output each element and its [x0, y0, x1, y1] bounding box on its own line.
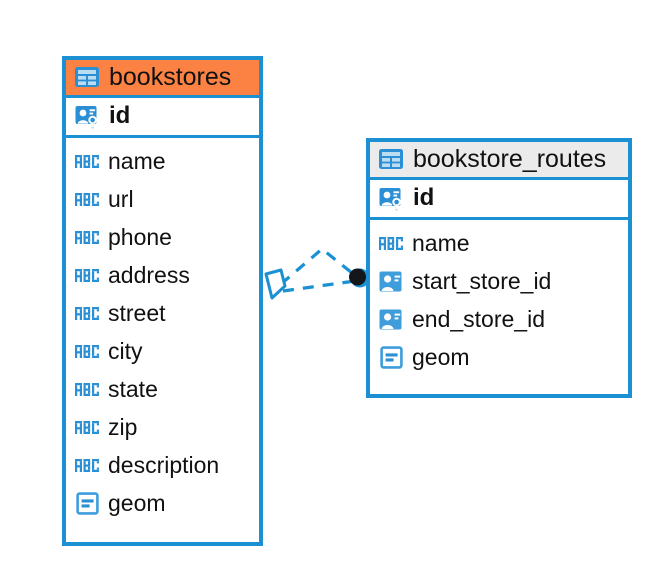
field-label: name	[412, 229, 470, 256]
text-abc-icon	[378, 230, 404, 256]
field-row-state[interactable]: state	[66, 370, 259, 408]
field-label: zip	[108, 413, 138, 440]
field-label: geom	[108, 489, 166, 516]
text-abc-icon	[74, 300, 100, 326]
geometry-icon	[74, 490, 100, 516]
text-abc-icon	[74, 376, 100, 402]
text-abc-icon	[74, 414, 100, 440]
table-icon	[378, 146, 404, 172]
field-row-city[interactable]: city	[66, 332, 259, 370]
entity-bookstore-routes[interactable]: bookstore_routes id	[366, 138, 632, 398]
polygon-marker	[264, 268, 287, 300]
field-label: state	[108, 375, 158, 402]
field-row-phone[interactable]: phone	[66, 218, 259, 256]
primary-key-icon	[378, 185, 404, 211]
field-label: end_store_id	[412, 305, 545, 332]
primary-key-icon	[74, 103, 100, 129]
field-label: start_store_id	[412, 267, 552, 294]
field-label: city	[108, 337, 143, 364]
field-row-start-store-id[interactable]: start_store_id	[370, 262, 628, 300]
field-label: name	[108, 147, 166, 174]
field-list-bookstore-routes: name start_store_id	[370, 220, 628, 382]
text-abc-icon	[74, 186, 100, 212]
field-row-url[interactable]: url	[66, 180, 259, 218]
field-row-description[interactable]: description	[66, 446, 259, 484]
entity-title: bookstores	[109, 63, 232, 91]
entity-title: bookstore_routes	[413, 145, 607, 173]
relationship-line-upper	[279, 246, 358, 286]
text-abc-icon	[74, 148, 100, 174]
field-row-end-store-id[interactable]: end_store_id	[370, 300, 628, 338]
entity-bookstores[interactable]: bookstores id	[62, 56, 263, 546]
field-label: address	[108, 261, 190, 288]
field-row-address[interactable]: address	[66, 256, 259, 294]
field-row-zip[interactable]: zip	[66, 408, 259, 446]
text-abc-icon	[74, 452, 100, 478]
relationship-line-lower	[282, 279, 356, 293]
field-row-id[interactable]: id	[66, 95, 259, 139]
field-row-name[interactable]: name	[66, 142, 259, 180]
field-label: url	[108, 185, 134, 212]
text-abc-icon	[74, 262, 100, 288]
foreign-key-icon	[378, 268, 404, 294]
text-abc-icon	[74, 338, 100, 364]
field-label: description	[108, 451, 220, 478]
entity-header-bookstore-routes[interactable]: bookstore_routes	[370, 142, 628, 178]
field-label: phone	[108, 223, 172, 250]
field-label: id	[109, 102, 131, 130]
field-row-street[interactable]: street	[66, 294, 259, 332]
foreign-key-icon	[378, 306, 404, 332]
field-label: geom	[412, 343, 470, 370]
table-icon	[74, 64, 100, 90]
text-abc-icon	[74, 224, 100, 250]
field-label: id	[413, 184, 435, 212]
field-label: street	[108, 299, 166, 326]
field-row-geom[interactable]: geom	[66, 484, 259, 522]
field-row-geom[interactable]: geom	[370, 338, 628, 376]
field-row-name[interactable]: name	[370, 224, 628, 262]
entity-header-bookstores[interactable]: bookstores	[66, 60, 259, 96]
field-list-bookstores: name url	[66, 138, 259, 528]
geometry-icon	[378, 344, 404, 370]
field-row-id[interactable]: id	[370, 177, 628, 221]
